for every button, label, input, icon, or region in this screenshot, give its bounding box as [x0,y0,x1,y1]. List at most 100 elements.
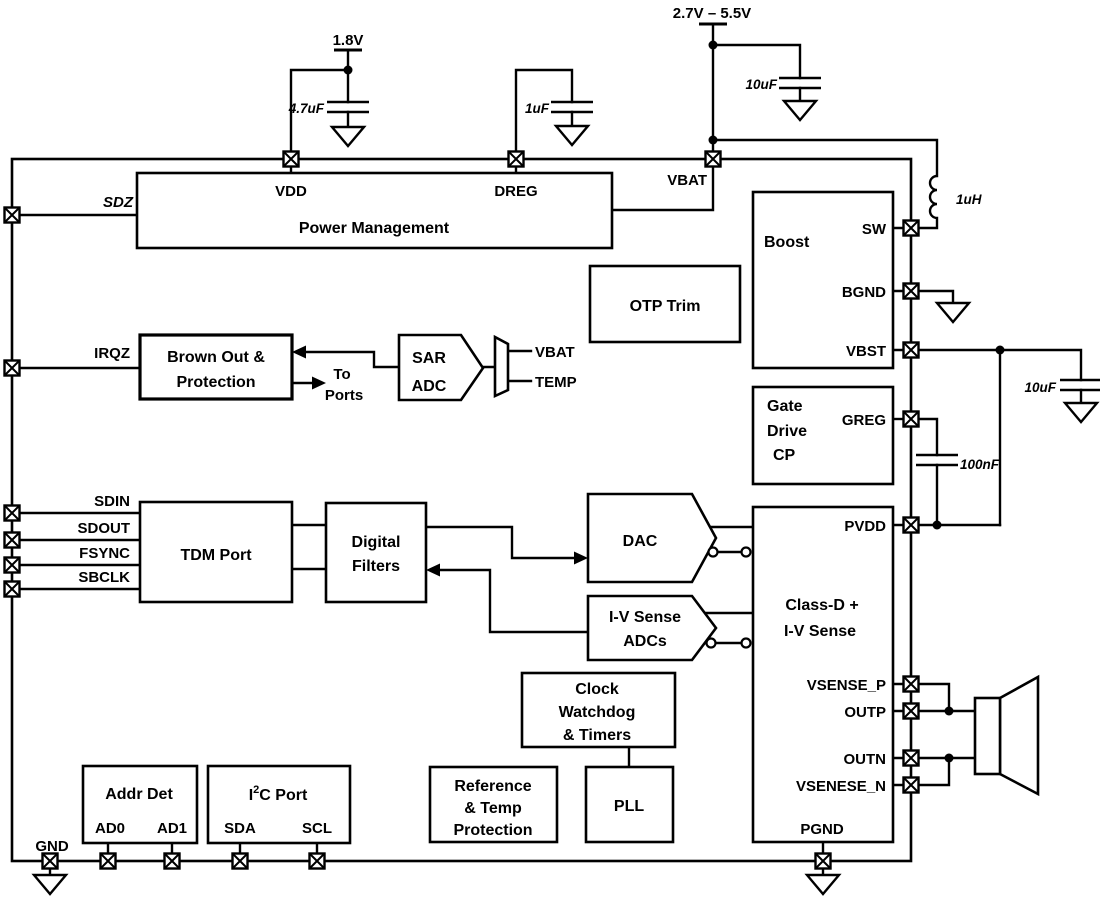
label-pin-fsync: FSYNC [79,545,130,562]
label-brownout-2: Protection [176,374,255,391]
label-supply-1v8: 1.8V [333,32,364,49]
wire-1v8-to-vdd-pin [289,48,350,153]
pin-outp [902,702,920,720]
label-cap-vbst: 10uF [1024,380,1056,395]
wire-greg-cap [917,417,939,527]
pin-bgnd [902,282,920,300]
bubble [707,546,719,558]
label-sar: SAR [412,350,446,367]
pin-fsync [3,556,21,574]
blocks [81,171,1040,845]
i2c-port-block [206,764,352,845]
label-pin-vdd: VDD [275,183,307,200]
label-pin-sda: SDA [224,820,256,837]
junction [944,706,954,716]
label-classd-2: I-V Sense [784,623,856,640]
pin-dreg [507,150,525,168]
gnd-icon-bgnd [935,301,971,324]
cap-vbat-icon [777,76,823,90]
junction [932,520,942,530]
gnd-icon-vdd [330,125,366,148]
speaker-icon [973,674,1040,797]
clock-watchdog-block [520,671,677,749]
label-i2c-port: I2C Port [249,784,308,804]
wire-inductor-sw [711,138,939,230]
cap-vbst-icon [1058,378,1100,392]
label-pin-vbst: VBST [846,343,886,360]
junction [995,345,1005,355]
i2c-base: I [249,787,253,804]
wire-ivadc-df [436,568,590,634]
label-pin-ad1: AD1 [157,820,187,837]
pin-vbst [902,341,920,359]
label-pin-vbat: VBAT [667,172,707,189]
label-inductor: 1uH [956,192,982,207]
label-reference: Reference [454,778,531,795]
mux-symbol [493,334,510,399]
label-power-management: Power Management [299,220,450,237]
label-cap-vdd: 4.7uF [288,101,325,116]
pin-irqz [3,359,21,377]
arrowheads [292,345,588,577]
label-pin-sdz: SDZ [103,194,134,211]
label-pin-outp: OUTP [844,704,886,721]
label-watchdog: Watchdog [559,704,636,721]
wire-vbst-cap [917,348,1083,405]
pin-sbclk [3,580,21,598]
label-cap-vbat: 10uF [745,77,777,92]
speaker-driver [973,696,1002,776]
label-pll: PLL [614,798,644,815]
pin-ad0 [99,852,117,870]
label-classd-1: Class-D + [785,597,858,614]
brown-out-block [138,333,294,401]
label-pin-irqz: IRQZ [94,345,130,362]
arrow-into-filters [426,563,440,577]
cap-vdd-icon [325,100,371,114]
i2c-sup: 2 [253,784,259,796]
label-brownout-1: Brown Out & [167,349,265,366]
label-iv-sense: I-V Sense [609,609,681,626]
label-pin-sdout: SDOUT [78,520,131,537]
gate-drive-cp-block [751,385,895,486]
label-drive: Drive [767,423,807,440]
wire-cap-vbat [711,43,802,103]
class-d-block [751,505,895,844]
wire-mux-inputs [481,349,533,383]
label-protection: Protection [453,822,532,839]
label-adcs: ADCs [623,633,667,650]
wire-df-dac [424,525,578,560]
analog-bubbles [705,546,752,649]
label-cp: CP [773,447,796,464]
wires-tdm-pins [18,511,142,591]
boost-block [751,190,895,370]
label-cap-greg: 100nF [960,457,1000,472]
pin-scl [308,852,326,870]
label-pin-bgnd: BGND [842,284,886,301]
digital-filters-block [324,501,428,604]
label-cap-dreg: 1uF [525,101,550,116]
label-to: To [333,366,350,383]
arrow-into-brownout [292,345,306,359]
label-pin-vsense-p: VSENSE_P [807,677,886,694]
pin-greg [902,410,920,428]
bubble [740,637,752,649]
label-pin-sw: SW [862,221,887,238]
cap-greg-icon [914,453,960,467]
cap-dreg-icon [549,100,595,114]
label-pin-pvdd: PVDD [844,518,886,535]
label-mux-temp: TEMP [535,374,577,391]
bubble [740,546,752,558]
wire-cap-dreg [514,68,574,153]
gnd-icon-vbst [1063,401,1099,424]
bubble [705,637,717,649]
wire-vsense-p [917,682,951,713]
label-mux-vbat: VBAT [535,344,575,361]
pin-gnd [41,852,59,870]
sar-adc-block [397,333,485,402]
reference-block [428,765,559,844]
label-digital: Digital [352,534,401,551]
stubs-classd-pins [891,523,905,787]
dac-block [586,492,718,584]
label-addr-det: Addr Det [105,786,173,803]
